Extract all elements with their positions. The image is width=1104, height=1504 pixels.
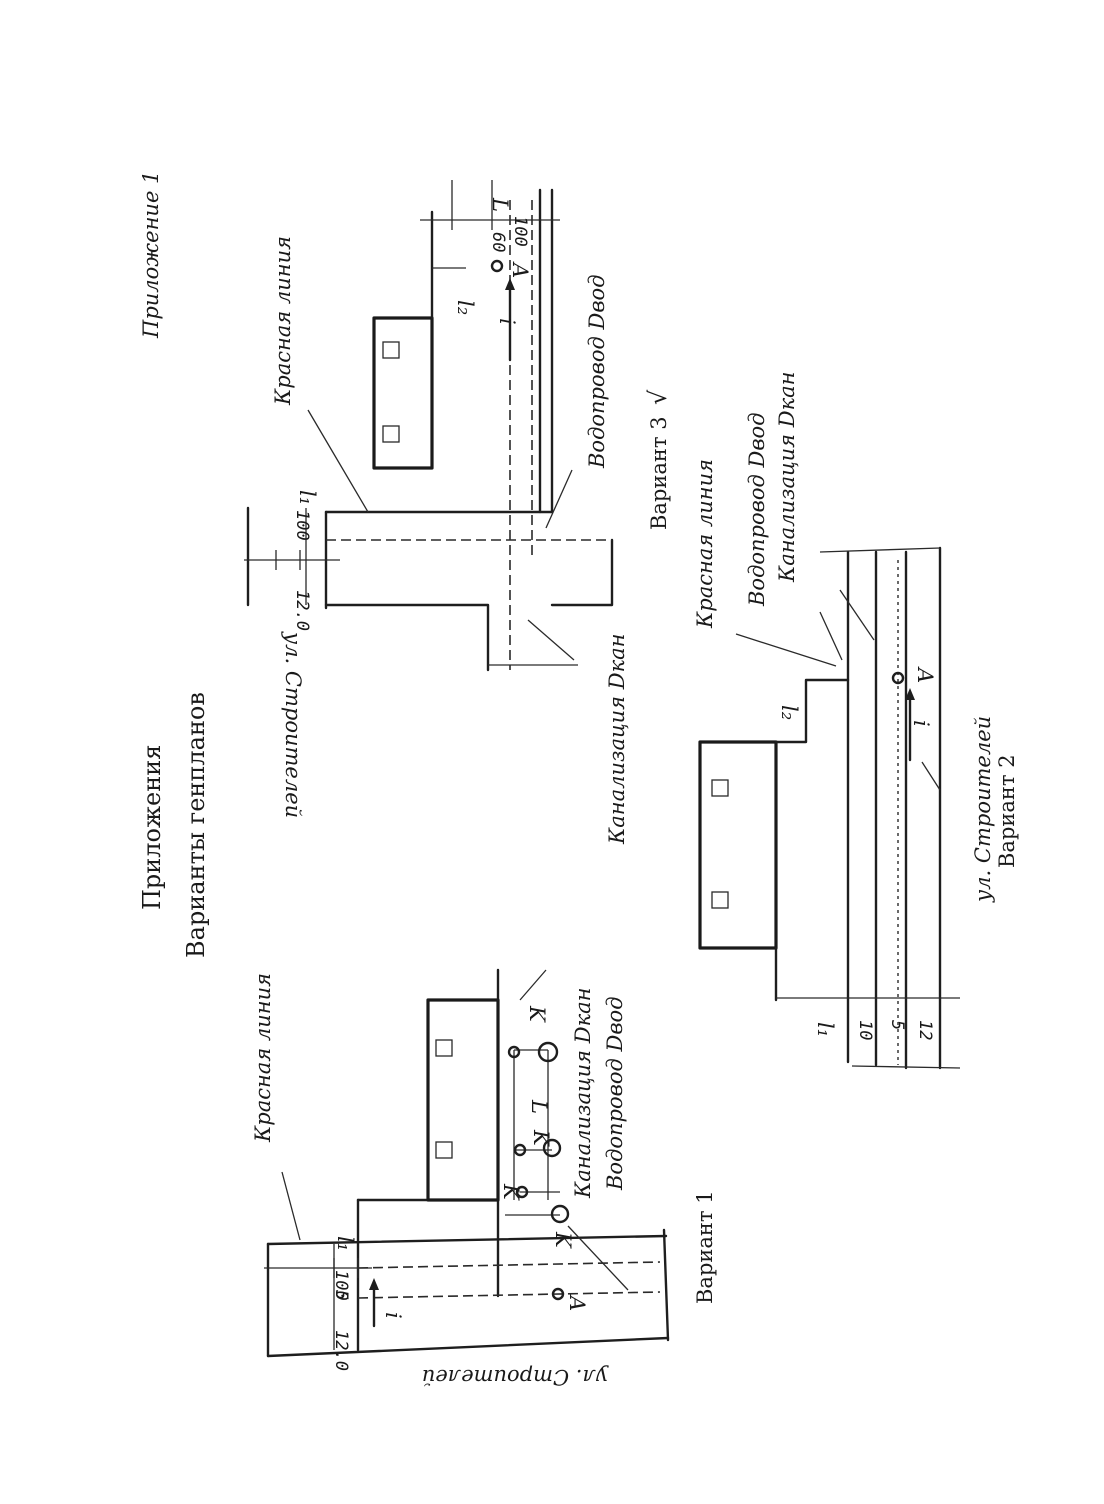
v3-dim-top-100: 100 bbox=[510, 216, 530, 247]
v1-leader-pipes bbox=[567, 1225, 629, 1291]
v1-sewer-label: Канализация Dкан bbox=[571, 988, 595, 1199]
v2-leader-street bbox=[921, 761, 941, 791]
v1-dim-5: 5 bbox=[331, 1290, 351, 1300]
page-subtitle: Варианты генпланов bbox=[182, 692, 210, 958]
appendix-label: Приложение 1 bbox=[139, 171, 163, 339]
v1-well-a bbox=[551, 1287, 565, 1301]
v1-well-6 bbox=[550, 1204, 570, 1224]
v1-building-entry-2 bbox=[435, 1141, 453, 1159]
v1-street-pipe bbox=[357, 1291, 661, 1299]
v2-mark-i: i bbox=[909, 720, 933, 727]
v3-flow-arrow-head bbox=[505, 278, 515, 290]
v3-dim-l2: l₂ bbox=[453, 300, 477, 315]
v1-road-right-edge bbox=[662, 1228, 670, 1342]
v2-point-a: A bbox=[913, 666, 937, 683]
v2-caption: Вариант 2 bbox=[995, 754, 1019, 868]
v3-dim-main: 12.0 bbox=[292, 590, 312, 631]
v1-flow-arrow-head bbox=[369, 1278, 379, 1290]
v1-dim-100: 100 bbox=[331, 1270, 351, 1301]
v1-road-cap-bottom bbox=[266, 1336, 670, 1358]
v1-well-5 bbox=[515, 1185, 529, 1199]
v1-street-label: ул. Строителей bbox=[422, 1365, 609, 1389]
v1-right-boundary bbox=[519, 969, 547, 1001]
v3-lot-boundary-lower-2 bbox=[550, 538, 614, 607]
v3-leader-water bbox=[545, 469, 573, 529]
v3-lot-boundary-lower bbox=[324, 603, 490, 672]
v2-well-a bbox=[891, 671, 905, 685]
variant-2-plan: Красная линия Водопровод Dвод Канализаци… bbox=[693, 372, 1019, 1070]
v2-building-entry-1 bbox=[711, 779, 729, 797]
v3-well-a bbox=[490, 259, 504, 273]
v1-red-line-label: Красная линия bbox=[251, 973, 275, 1143]
v3-building-entry-1 bbox=[382, 341, 400, 359]
v3-dim-l1: l₁ bbox=[295, 490, 319, 505]
v1-mark-i: i bbox=[381, 1312, 405, 1319]
v1-yard-network bbox=[505, 1049, 560, 1216]
v3-caption: Вариант 3 bbox=[647, 416, 671, 530]
v1-dim-l1: l₁ bbox=[333, 1236, 357, 1251]
variant-3-plan: 12.0 100 l₁ l₂ 100 60 L A i Красная лини… bbox=[244, 180, 672, 845]
v1-mark-k3: K bbox=[499, 1183, 523, 1201]
v2-red-line-label: Красная линия bbox=[693, 459, 717, 629]
page-title: Приложения bbox=[138, 745, 166, 910]
v3-building-entry-2 bbox=[382, 425, 400, 443]
v3-check-mark: √ bbox=[644, 389, 672, 405]
v1-building bbox=[426, 998, 500, 1202]
v2-street-label: ул. Строителей bbox=[971, 716, 995, 903]
v1-caption: Вариант 1 bbox=[693, 1190, 717, 1304]
v2-leader-red-line bbox=[735, 633, 837, 667]
v1-well-2 bbox=[537, 1041, 559, 1063]
v2-road-bottom-cap bbox=[851, 1065, 961, 1069]
v1-mark-k4: K bbox=[551, 1231, 575, 1249]
v2-leader-sewer bbox=[839, 589, 875, 641]
v2-flow-arrow-head bbox=[905, 688, 915, 700]
v1-leader-red-line bbox=[281, 1171, 301, 1241]
v1-mark-k2: K bbox=[529, 1129, 553, 1147]
v1-dim-main: 12.0 bbox=[331, 1330, 351, 1371]
v3-point-a: A bbox=[508, 261, 532, 278]
v3-sewer-label: Канализация Dкан bbox=[605, 634, 629, 845]
v1-building-entry-1 bbox=[435, 1039, 453, 1057]
v1-mark-l: L bbox=[527, 1099, 551, 1114]
v3-red-line-label: Красная линия bbox=[271, 236, 295, 406]
v2-dim-12: 12 bbox=[915, 1020, 935, 1040]
v2-dim-5: 5 bbox=[887, 1020, 907, 1030]
v3-dim-100: 100 bbox=[292, 510, 312, 541]
v3-mark-i: i bbox=[495, 318, 519, 325]
v3-building bbox=[372, 316, 434, 470]
v1-road-cap-top bbox=[266, 1234, 668, 1246]
v2-sewer-label: Канализация Dкан bbox=[775, 372, 799, 583]
v3-dim-60: 60 bbox=[488, 232, 508, 252]
v3-leader-red-line bbox=[307, 409, 369, 513]
v2-building-entry-2 bbox=[711, 891, 729, 909]
v3-street-label: ул. Строителей bbox=[281, 631, 305, 818]
v2-lot-step bbox=[774, 678, 850, 744]
v2-leader-water bbox=[819, 611, 843, 661]
v1-mark-k1: K bbox=[525, 1005, 549, 1023]
variant-1-plan: Красная линия 12.0 bbox=[251, 968, 717, 1389]
v1-point-a: A bbox=[565, 1294, 589, 1311]
v2-water-label: Водопровод Dвод bbox=[745, 412, 769, 607]
v1-well-4 bbox=[542, 1138, 562, 1158]
v3-dim-l: L bbox=[488, 197, 512, 212]
v1-lot-boundary bbox=[356, 1198, 500, 1298]
v3-leader-sewer bbox=[527, 619, 575, 661]
v2-road-top-cap bbox=[819, 547, 941, 553]
v3-lot-boundary bbox=[324, 188, 554, 514]
v2-dim-10: 10 bbox=[855, 1020, 875, 1040]
v3-water-label: Водопровод Dвод bbox=[585, 274, 609, 469]
v2-dim-l1: l₁ bbox=[813, 1022, 837, 1037]
v2-building bbox=[698, 740, 778, 950]
v1-water-label: Водопровод Dвод bbox=[603, 996, 627, 1191]
page-header: Приложение 1 Приложения Варианты генплан… bbox=[138, 171, 210, 958]
v1-well-1 bbox=[507, 1045, 521, 1059]
v1-well-3 bbox=[513, 1143, 527, 1157]
v1-street-pipe-2 bbox=[357, 1261, 661, 1269]
v2-dim-l2: l₂ bbox=[777, 705, 801, 720]
